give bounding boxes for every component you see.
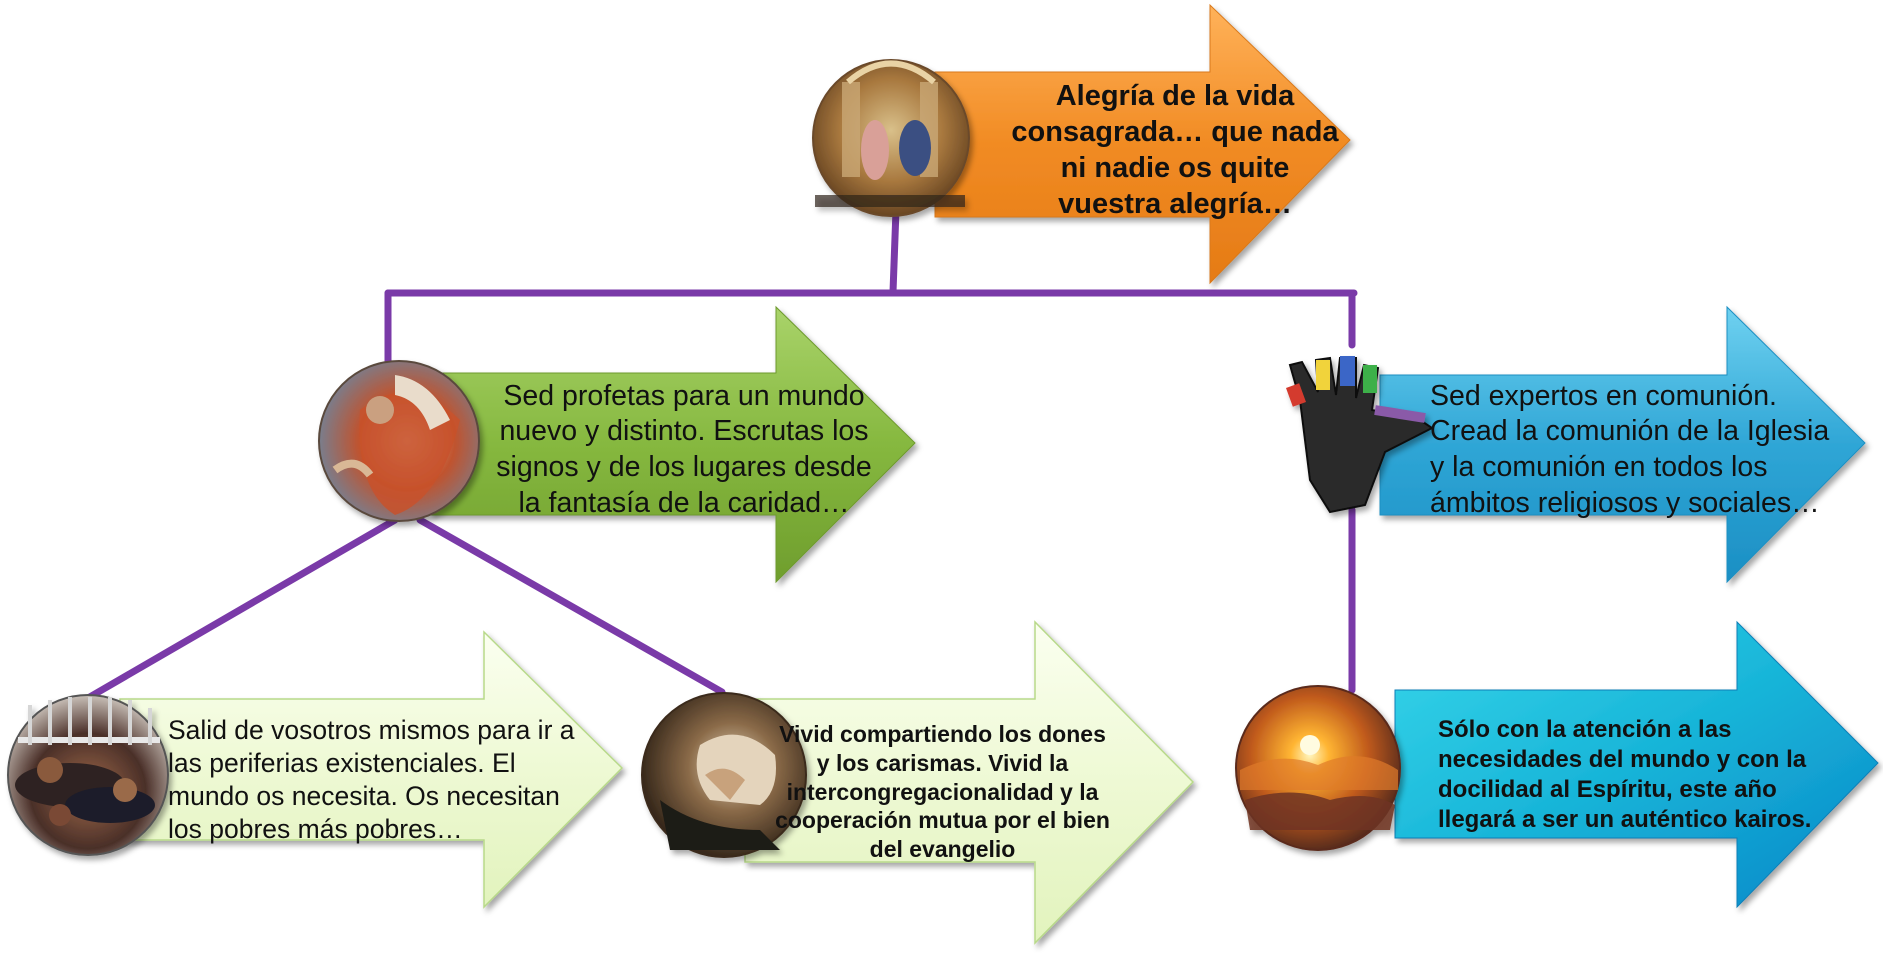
sleeping-children-image [7,694,169,856]
arrow-sharing [744,620,1195,945]
painted-hand-image [1286,356,1434,514]
top-node-text: Alegría de la vida consagrada… que nada … [1010,70,1340,230]
prophets-node-text: Sed profetas para un mundo nuevo y disti… [488,375,880,525]
prophet-image [318,360,480,522]
arrow-prophets [429,305,916,584]
arrow-peripheries [119,630,624,909]
annunciation-image [812,59,970,217]
praying-elder-image [641,692,807,858]
connector-top-down [889,206,900,296]
top-node-label: Alegría de la vida consagrada… que nada … [1011,79,1339,221]
kairos-node-label: Sólo con la atención a las necesidades d… [1438,716,1812,833]
sunrise-image [1235,685,1401,851]
communion-node-label: Sed expertos en comunión. Cread la comun… [1430,379,1830,519]
arrow-communion [1379,305,1866,584]
connector-prophets-to-sharing [416,516,726,696]
peripheries-node-text: Salid de vosotros mismos para ir a las p… [168,700,578,860]
sharing-node-label: Vivid compartiendo los dones y los caris… [775,721,1110,863]
arrow-kairos [1394,620,1879,909]
prophets-node-label: Sed profetas para un mundo nuevo y disti… [496,379,872,519]
kairos-node-text: Sólo con la atención a las necesidades d… [1438,695,1838,855]
connectors [84,206,1358,702]
communion-node-text: Sed expertos en comunión. Cread la comun… [1430,375,1830,525]
sharing-node-text: Vivid compartiendo los dones y los caris… [770,702,1115,882]
arrow-top [934,3,1351,285]
peripheries-node-label: Salid de vosotros mismos para ir a las p… [168,714,575,845]
connector-prophets-to-peripheries [84,516,399,702]
